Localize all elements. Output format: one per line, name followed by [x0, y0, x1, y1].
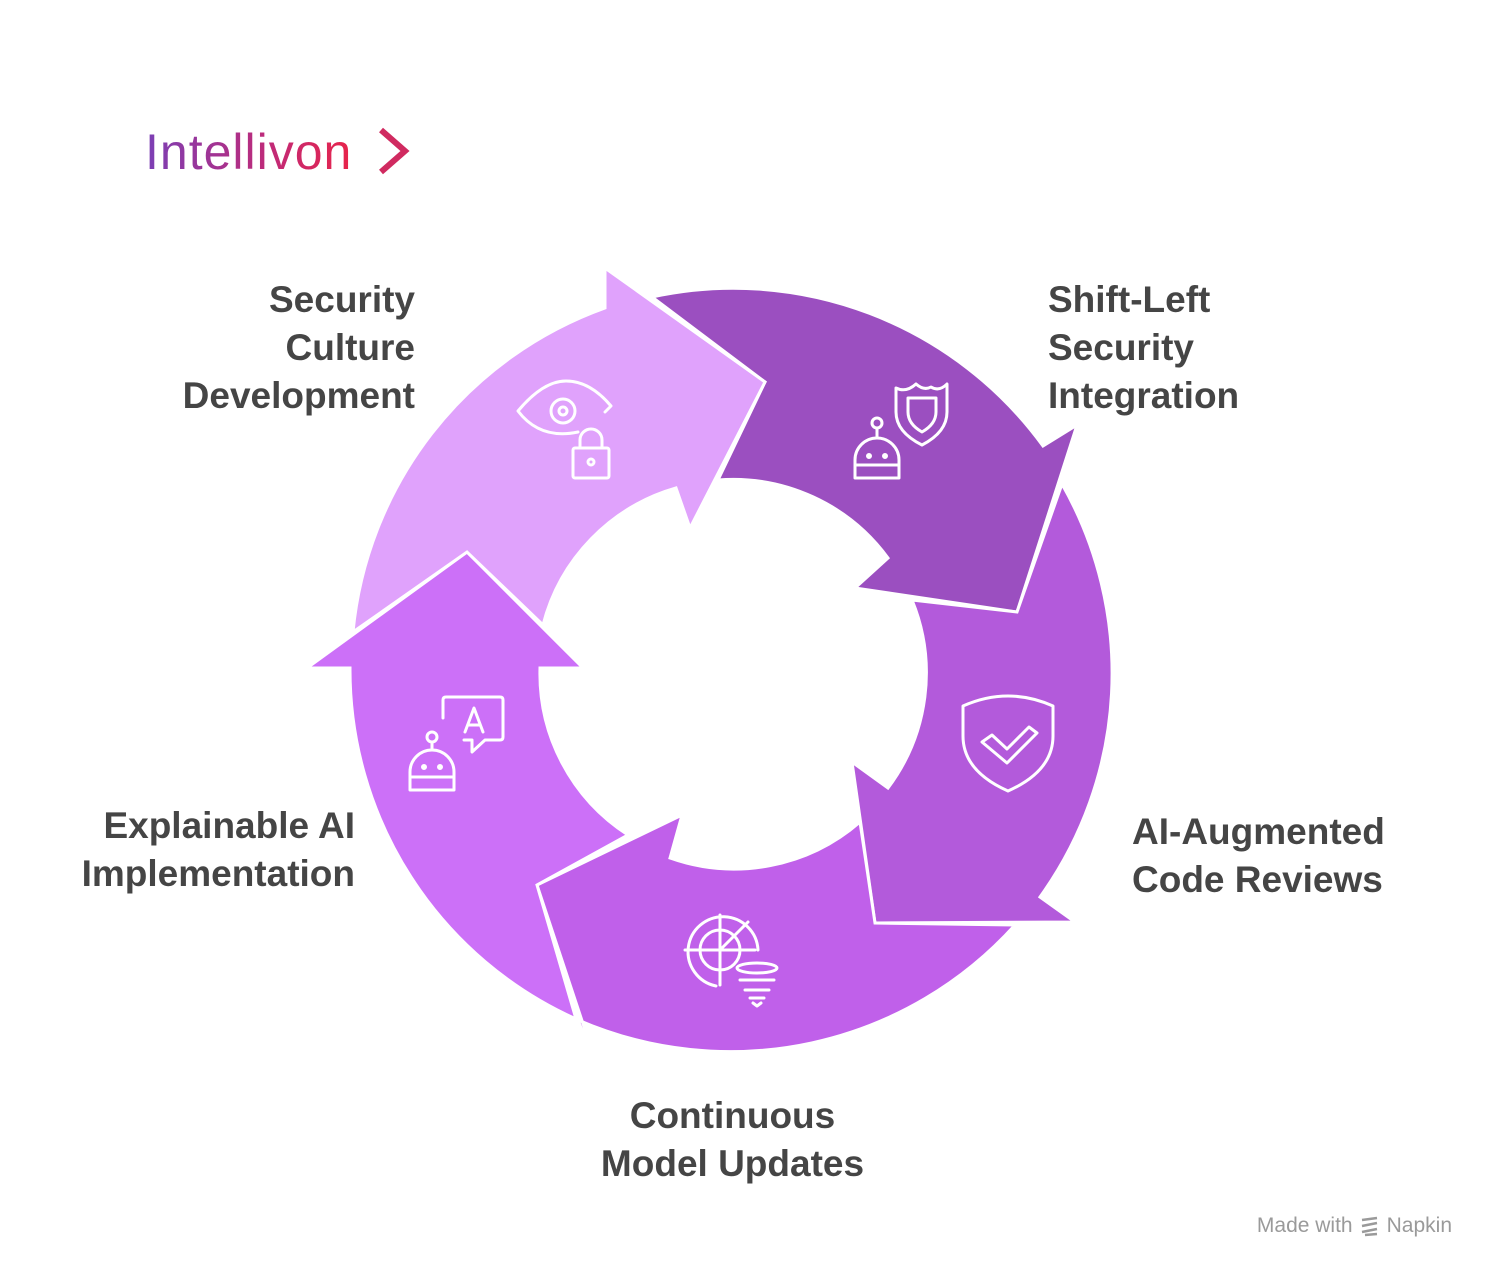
segment-code-reviews: [850, 480, 1114, 925]
napkin-logo-icon: [1361, 1216, 1377, 1237]
step-label-code-reviews: AI-Augmented Code Reviews: [1132, 811, 1385, 900]
napkin-brand-text: Napkin: [1386, 1214, 1452, 1237]
logo-text: Intellivon: [145, 124, 353, 180]
segment-model-updates: [535, 812, 1019, 1076]
step-label-security-culture: Security Culture Development: [182, 279, 415, 416]
made-with-napkin: Made with Napkin: [1257, 1214, 1452, 1238]
chevron-right-icon: [379, 127, 410, 175]
step-label-shift-left: Shift-Left Security Integration: [1048, 279, 1240, 416]
radar-tornado-icon: [683, 913, 779, 1008]
eye-lock-icon: [516, 379, 613, 480]
made-with-text: Made with: [1256, 1214, 1353, 1237]
segment-security-culture: [351, 265, 767, 636]
robot-shield-icon: [853, 382, 949, 480]
segment-explainable-ai: [302, 550, 631, 1022]
step-label-model-updates: Continuous Model Updates: [600, 1095, 865, 1184]
shield-check-icon: [961, 694, 1055, 793]
segment-shift-left: [648, 286, 1080, 614]
step-label-explainable-ai: Explainable AI Implementation: [81, 805, 355, 894]
robot-chat-icon: [408, 695, 505, 792]
